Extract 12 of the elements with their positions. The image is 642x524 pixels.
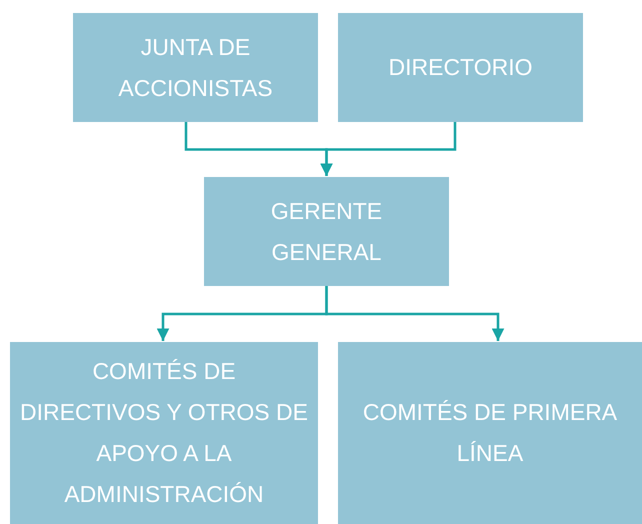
box-label: DIRECTORIO: [388, 53, 532, 82]
org-box: [338, 13, 583, 122]
box-label: COMITÉS DE DIRECTIVOS Y OTROS DE APOYO A LA ADMINISTRACIÓN: [20, 357, 308, 509]
org-box: [338, 342, 642, 524]
box-label: JUNTA DE ACCIONISTAS: [117, 32, 274, 102]
connector-arrow: [325, 286, 504, 341]
connector-arrow: [320, 122, 456, 176]
box-label: GERENTE GENERAL: [270, 196, 384, 266]
org-box: [73, 13, 318, 122]
box-label: COMITÉS DE PRIMERA LÍNEA: [362, 398, 618, 468]
org-box: [204, 177, 449, 286]
org-box: [10, 342, 318, 524]
